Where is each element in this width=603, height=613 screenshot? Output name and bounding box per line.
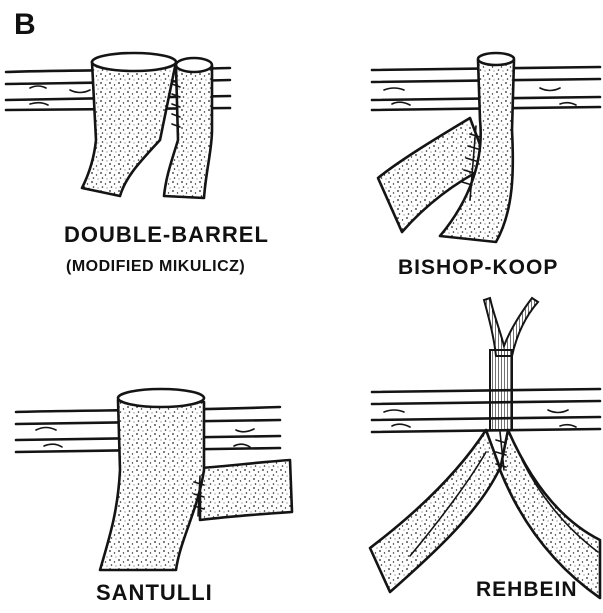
bowel-limb-left (370, 430, 500, 592)
stoma-opening-left (92, 53, 176, 71)
panel-label: B (14, 8, 36, 42)
stoma-opening (118, 389, 204, 407)
caption-santulli: SANTULLI (96, 580, 213, 606)
bowel-limb-left (82, 62, 176, 196)
bishop-koop-illustration (372, 53, 600, 242)
abdominal-wall-line (372, 401, 600, 404)
stoma-opening (478, 53, 514, 65)
caption-double-barrel-subtitle: (MODIFIED MIKULICZ) (66, 258, 245, 276)
rehbein-illustration (370, 298, 600, 598)
bowel-limb-side (200, 460, 292, 520)
abdominal-wall-line (372, 389, 600, 392)
stoma-opening-right (176, 58, 212, 72)
abdominal-wall-line (372, 417, 600, 420)
caption-bishop-koop: BISHOP-KOOP (398, 256, 558, 280)
stent-catheter-shaft (490, 350, 512, 430)
double-barrel-illustration (6, 53, 230, 198)
stent-catheter (484, 298, 538, 356)
santulli-illustration (16, 389, 292, 570)
caption-double-barrel: DOUBLE-BARREL (64, 222, 269, 248)
bowel-limb-main (100, 400, 204, 570)
caption-rehbein: REHBEIN (476, 578, 578, 602)
bowel-limb-right (500, 430, 600, 598)
